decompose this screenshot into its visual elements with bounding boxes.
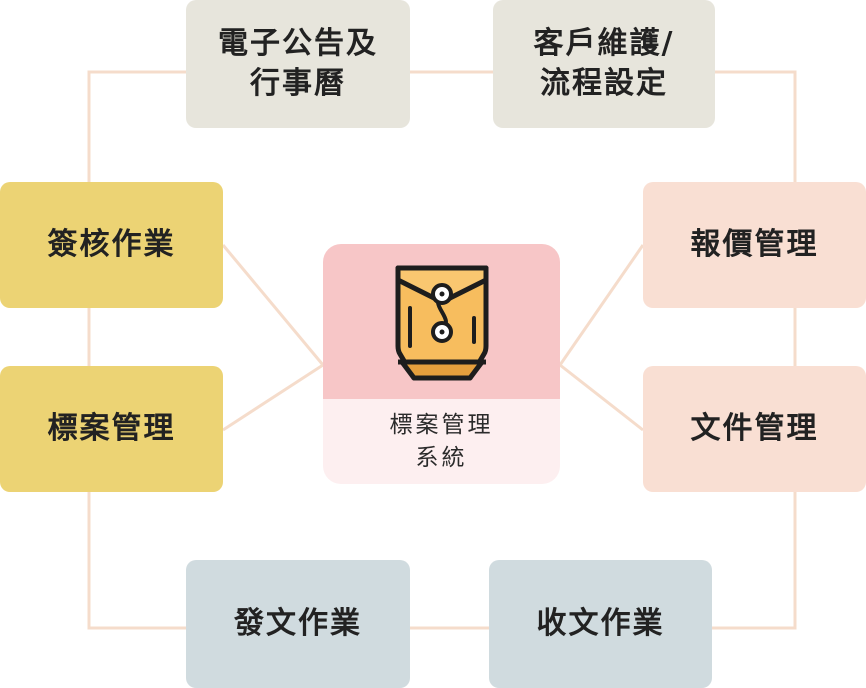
- module-quote[interactable]: 報價管理: [643, 182, 866, 308]
- connector-document-incoming: [712, 492, 797, 630]
- connector-document-center: [559, 363, 644, 432]
- module-outgoing-label: 發文作業: [234, 606, 362, 641]
- module-outgoing[interactable]: 發文作業: [186, 560, 410, 688]
- module-document[interactable]: 文件管理: [643, 366, 866, 492]
- module-signoff-label: 簽核作業: [47, 227, 176, 262]
- center-label-area: 標案管理 系統: [323, 399, 560, 484]
- module-customer-workflow-label: 客戶維護/ 流程設定: [533, 26, 675, 101]
- connector-tender-center: [222, 363, 324, 432]
- module-tender-label: 標案管理: [47, 411, 176, 446]
- module-incoming[interactable]: 收文作業: [489, 560, 712, 688]
- module-customer-workflow[interactable]: 客戶維護/ 流程設定: [493, 0, 715, 128]
- center-system-label: 標案管理 系統: [389, 411, 494, 471]
- module-incoming-label: 收文作業: [536, 606, 665, 641]
- module-bulletin-calendar[interactable]: 電子公告及 行事曆: [186, 0, 410, 128]
- envelope-file-icon: [395, 265, 488, 380]
- module-tender[interactable]: 標案管理: [0, 366, 223, 492]
- module-document-label: 文件管理: [690, 411, 819, 446]
- module-signoff[interactable]: 簽核作業: [0, 182, 223, 308]
- connector-signoff-center: [221, 244, 325, 366]
- center-system-card[interactable]: 標案管理 系統: [323, 244, 560, 484]
- module-quote-label: 報價管理: [690, 227, 819, 262]
- connector-bulletin-signoff: [87, 70, 186, 182]
- connector-customer-quote: [715, 70, 797, 182]
- center-icon-area: [323, 244, 560, 399]
- connector-quote-center: [558, 244, 645, 366]
- module-bulletin-calendar-label: 電子公告及 行事曆: [218, 26, 378, 101]
- connector-tender-outgoing: [87, 492, 186, 630]
